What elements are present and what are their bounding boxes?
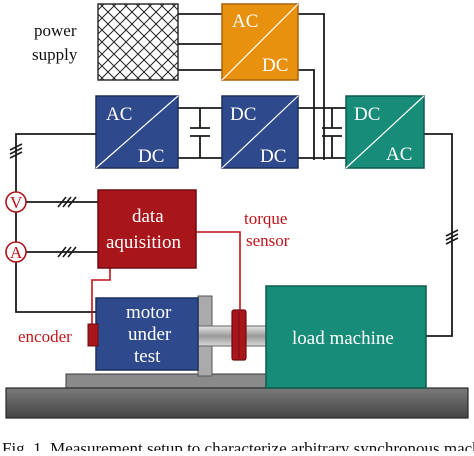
load-machine-label: load machine (292, 328, 394, 349)
daq-label-line2: aquisition (106, 232, 181, 253)
ammeter (5, 241, 27, 263)
converter-dc-dc (221, 95, 299, 169)
capacitor-left (190, 108, 210, 158)
motor-label-line3: test (134, 346, 161, 367)
converter-dc-ac-in: DC (354, 104, 380, 125)
converter-dc-ac-out: AC (386, 144, 412, 165)
capacitor-right (322, 108, 342, 158)
converter-dc-dc-out: DC (260, 146, 286, 167)
voltmeter (5, 191, 27, 213)
figure-caption: Fig. 1. Measurement setup to characteriz… (2, 439, 474, 451)
torque-sensor-label-line1: torque (244, 209, 287, 228)
signal-wiring (91, 231, 241, 326)
converter-ac-dc-top-in: AC (232, 11, 258, 32)
converter-dc-dc-in: DC (230, 104, 256, 125)
voltmeter-label: V (10, 193, 23, 212)
three-phase-marks (9, 143, 459, 258)
converter-ac-dc-top (221, 3, 299, 81)
load-machine (265, 285, 427, 389)
converter-dc-ac (345, 95, 425, 169)
torque-sensor (231, 309, 247, 361)
motor-label-line1: motor (126, 302, 172, 323)
converter-ac-dc-top-out: DC (262, 55, 288, 76)
torque-sensor-label-line2: sensor (246, 231, 290, 250)
power-supply-label-line1: power (34, 21, 77, 40)
motor-label-line2: under (128, 324, 172, 345)
daq-label-line1: data (132, 206, 164, 227)
data-acquisition-box (97, 189, 197, 269)
ammeter-label: A (10, 243, 23, 262)
encoder (87, 323, 99, 347)
test-bench (5, 373, 469, 419)
motor-under-test (95, 297, 199, 371)
power-supply-label-line2: supply (32, 45, 78, 64)
converter-ac-dc-left (95, 95, 179, 169)
converter-ac-dc-left-out: DC (138, 146, 164, 167)
encoder-label: encoder (18, 327, 72, 346)
power-supply (97, 3, 179, 81)
converter-ac-dc-left-in: AC (106, 104, 132, 125)
